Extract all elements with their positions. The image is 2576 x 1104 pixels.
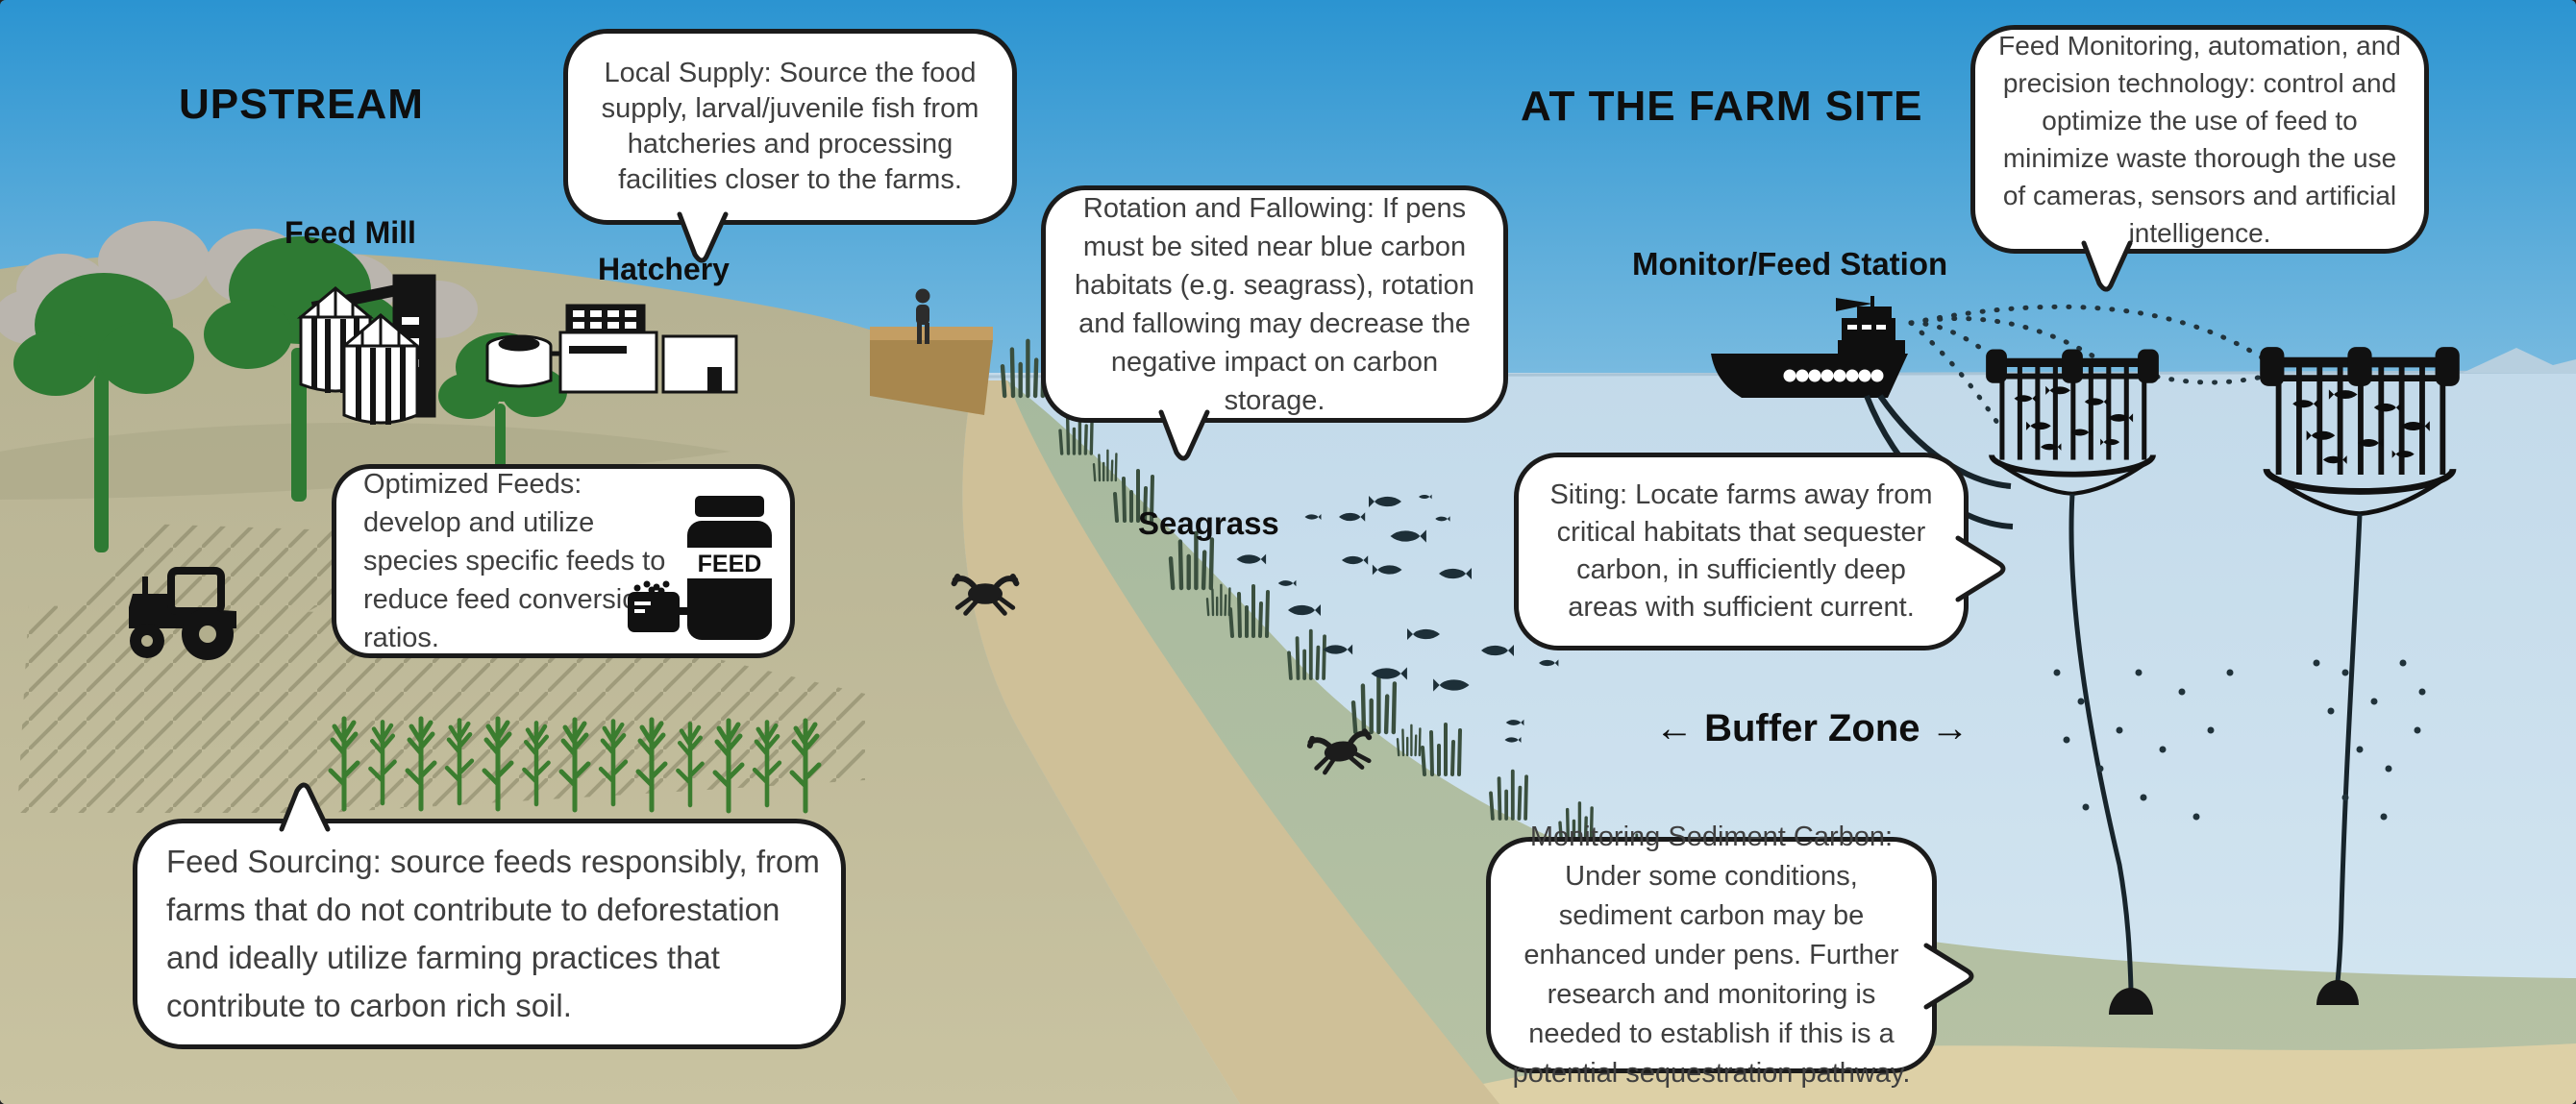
feed-mill-icon	[296, 274, 436, 425]
speech-bubble-local-supply: Local Supply: Source the food supply, la…	[563, 29, 1017, 263]
speech-bubble-monitoring-sediment: Monitoring Sediment Carbon: Under some c…	[1486, 822, 1974, 1089]
optimized-feeds-text: Optimized Feeds: develop and utilize spe…	[363, 469, 666, 653]
bubble-tail	[279, 782, 331, 832]
boat-icon	[1711, 296, 1908, 398]
hatchery-icon	[485, 304, 738, 394]
bubble-tail	[1158, 409, 1210, 461]
seagrass-bed-slope	[962, 380, 2576, 1104]
person-icon	[915, 288, 930, 344]
siting-text: Siting: Locate farms away from critical …	[1549, 479, 1933, 623]
feed-particles	[2053, 659, 2426, 821]
speech-bubble-rotation-fallowing: Rotation and Fallowing: If pens must be …	[1041, 185, 1508, 461]
monitor-feed-station-label: Monitor/Feed Station	[1632, 246, 1948, 282]
feed-monitoring-text: Feed Monitoring, automation, and precisi…	[1998, 31, 2401, 248]
tractor-icon	[129, 567, 236, 660]
feed-mill-label: Feed Mill	[285, 215, 416, 250]
speech-bubble-feed-monitoring: Feed Monitoring, automation, and precisi…	[1970, 25, 2429, 292]
dock	[870, 327, 993, 415]
bubble-tail	[2081, 240, 2133, 292]
hatchery-label: Hatchery	[598, 252, 730, 286]
speech-bubble-feed-sourcing: Feed Sourcing: source feeds responsibly,…	[133, 782, 846, 1049]
buffer-zone-label: ← Buffer Zone →	[1655, 707, 1969, 749]
anchor-line	[2068, 493, 2363, 991]
feed-jar-icon: FEED	[628, 496, 772, 640]
local-supply-text: Local Supply: Source the food supply, la…	[601, 58, 979, 195]
bubble-tail	[1955, 535, 2006, 602]
coastal-band	[962, 380, 1499, 1104]
anchor-icon	[2109, 988, 2153, 1015]
upstream-title: UPSTREAM	[179, 81, 424, 128]
bubble-tail	[677, 211, 729, 263]
seagrass-label: Seagrass	[1138, 505, 1279, 541]
feed-jar-label: FEED	[698, 551, 762, 577]
bubble-tail	[1923, 943, 1974, 1010]
anchor-icon	[2316, 980, 2359, 1005]
rotation-fallowing-text: Rotation and Fallowing: If pens must be …	[1075, 192, 1474, 416]
distant-island	[2463, 348, 2576, 373]
hill-shade	[0, 423, 731, 500]
speech-bubble-optimized-feeds: Optimized Feeds: develop and utilize spe…	[332, 464, 795, 658]
speech-bubble-siting: Siting: Locate farms away from critical …	[1514, 453, 2006, 650]
sensor-dotted-lines	[1908, 304, 2273, 426]
monitoring-sediment-text: Monitoring Sediment Carbon: Under some c…	[1512, 821, 1911, 1089]
farm-site-title: AT THE FARM SITE	[1521, 83, 1923, 130]
feed-sourcing-text: Feed Sourcing: source feeds responsibly,…	[166, 844, 820, 1023]
